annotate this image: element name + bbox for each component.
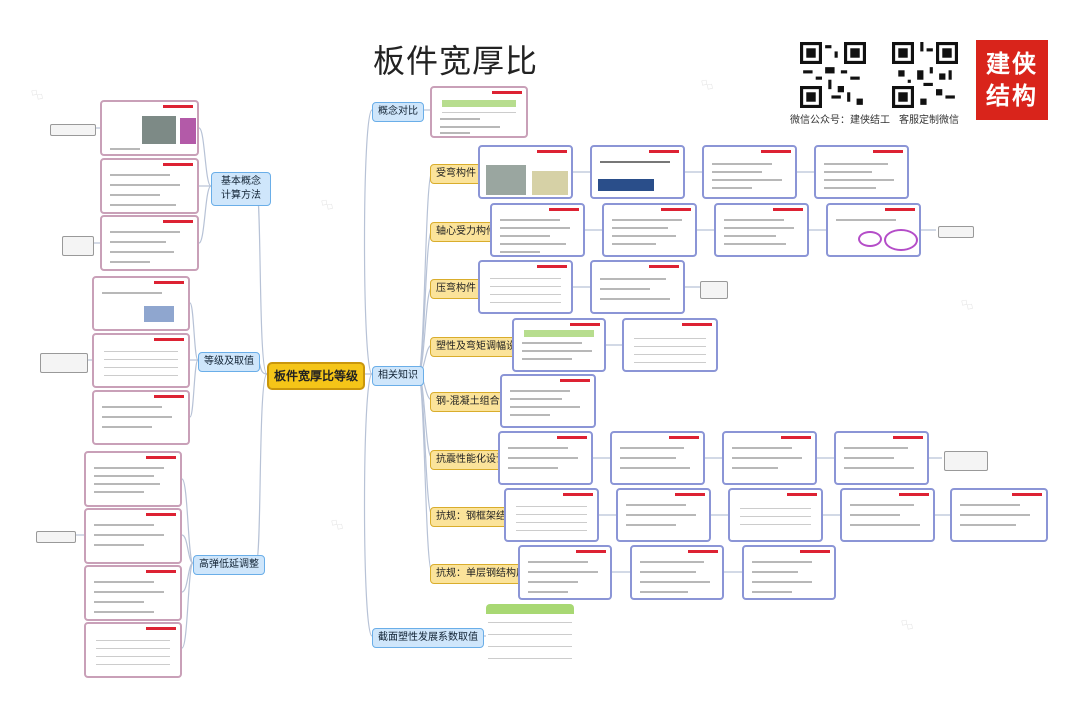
thumbnail-card[interactable] [714,203,809,257]
thumbnail-card[interactable] [92,390,190,445]
qr-caption-official: 微信公众号：建侠结工 [790,111,890,126]
thumbnail-card[interactable] [950,488,1048,542]
thumbnail-card[interactable] [478,145,573,199]
thumbnail-card[interactable] [92,276,190,331]
thumbnail-card[interactable] [518,545,612,600]
callout-note [40,353,88,373]
thumbnail-card[interactable] [512,318,606,372]
thumbnail-card[interactable] [100,100,199,156]
thumbnail-card[interactable] [622,318,718,372]
branch-grade-values[interactable]: 等级及取值 [198,352,260,372]
thumbnail-card[interactable] [100,215,199,271]
coefficient-table[interactable] [486,604,574,668]
thumbnail-card[interactable] [84,508,182,564]
service-wechat-qr-icon [892,42,958,108]
thumbnail-card[interactable] [84,451,182,507]
branch-high-elastic-adjust[interactable]: 高弹低延调整 [193,555,265,575]
thumbnail-card[interactable] [630,545,724,600]
thumbnail-card[interactable] [430,86,528,138]
callout-note [700,281,728,299]
thumbnail-card[interactable] [500,374,596,428]
root-topic[interactable]: 板件宽厚比等级 [267,362,365,390]
thumbnail-card[interactable] [590,145,685,199]
branch-plastic-coefficient[interactable]: 截面塑性发展系数取值 [372,628,484,648]
thumbnail-card[interactable] [498,431,593,485]
thumbnail-card[interactable] [742,545,836,600]
page-title: 板件宽厚比 [373,36,538,82]
thumbnail-card[interactable] [610,431,705,485]
thumbnail-card[interactable] [84,622,182,678]
thumbnail-card[interactable] [478,260,573,314]
callout-note [62,236,94,256]
branch-related-knowledge[interactable]: 相关知识 [372,366,424,386]
thumbnail-card[interactable] [814,145,909,199]
thumbnail-card[interactable] [834,431,929,485]
branch-concept-compare[interactable]: 概念对比 [372,102,424,122]
thumbnail-card[interactable] [722,431,817,485]
thumbnail-card[interactable] [590,260,685,314]
brand-logo: 建侠结构 [976,40,1048,120]
sub-compression-bending[interactable]: 压弯构件 [430,279,482,299]
sub-flexural-member[interactable]: 受弯构件 [430,164,482,184]
thumbnail-card[interactable] [100,158,199,214]
callout-note [36,531,76,543]
branch-basic-concept[interactable]: 基本概念计算方法 [211,172,271,206]
wechat-official-qr-icon [800,42,866,108]
thumbnail-card[interactable] [602,203,697,257]
thumbnail-card[interactable] [490,203,585,257]
callout-note [50,124,96,136]
thumbnail-card[interactable] [616,488,711,542]
thumbnail-card[interactable] [728,488,823,542]
thumbnail-card[interactable] [826,203,921,257]
thumbnail-card[interactable] [702,145,797,199]
thumbnail-card[interactable] [504,488,599,542]
thumbnail-card[interactable] [92,333,190,388]
callout-note [938,226,974,238]
callout-note [944,451,988,471]
thumbnail-card[interactable] [840,488,935,542]
thumbnail-card[interactable] [84,565,182,621]
qr-caption-service: 客服定制微信 [899,111,959,126]
